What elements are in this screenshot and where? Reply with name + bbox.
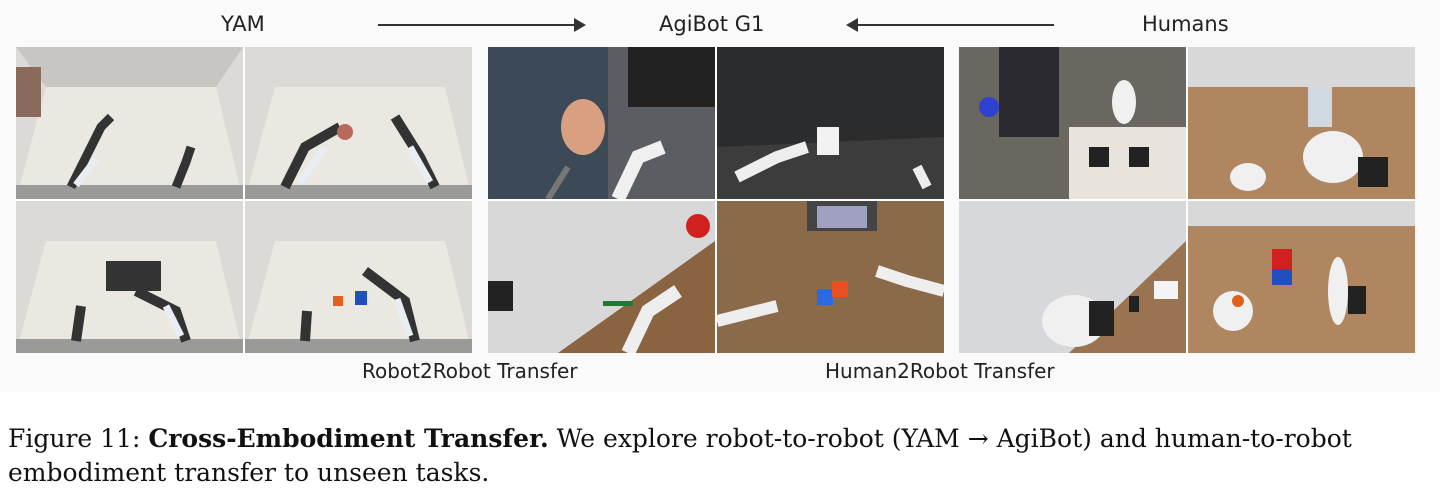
agibot-photo-grid [488, 47, 944, 353]
robot2robot-label: Robot2Robot Transfer [362, 359, 578, 383]
humans-photo-4 [1188, 201, 1415, 353]
yam-header: YAM [221, 12, 265, 36]
agibot-photo-2 [717, 47, 944, 199]
humans-photo-3 [959, 201, 1186, 353]
agibot-header: AgiBot G1 [659, 12, 765, 36]
left-arrow-icon [846, 18, 1054, 32]
caption-title: Cross-Embodiment Transfer. [148, 424, 549, 453]
figure-caption: Figure 11: Cross-Embodiment Transfer. We… [8, 422, 1436, 490]
figure-panel: YAM AgiBot G1 Humans [16, 12, 1415, 383]
caption-prefix: Figure 11: [8, 424, 149, 453]
agibot-photo-4 [717, 201, 944, 353]
agibot-photo-3 [488, 201, 715, 353]
humans-photo-1 [959, 47, 1186, 199]
caption-text: We explore robot-to-robot (YAM → AgiBot)… [8, 424, 1352, 487]
yam-photo-grid [16, 47, 472, 353]
agibot-photo-1 [488, 47, 715, 199]
humans-photo-grid [959, 47, 1415, 353]
yam-photo-3 [16, 201, 243, 353]
yam-photo-4 [245, 201, 472, 353]
humans-photo-2 [1188, 47, 1415, 199]
right-arrow-icon [378, 18, 586, 32]
yam-photo-2 [245, 47, 472, 199]
human2robot-label: Human2Robot Transfer [825, 359, 1055, 383]
yam-photo-1 [16, 47, 243, 199]
humans-header: Humans [1142, 12, 1229, 36]
